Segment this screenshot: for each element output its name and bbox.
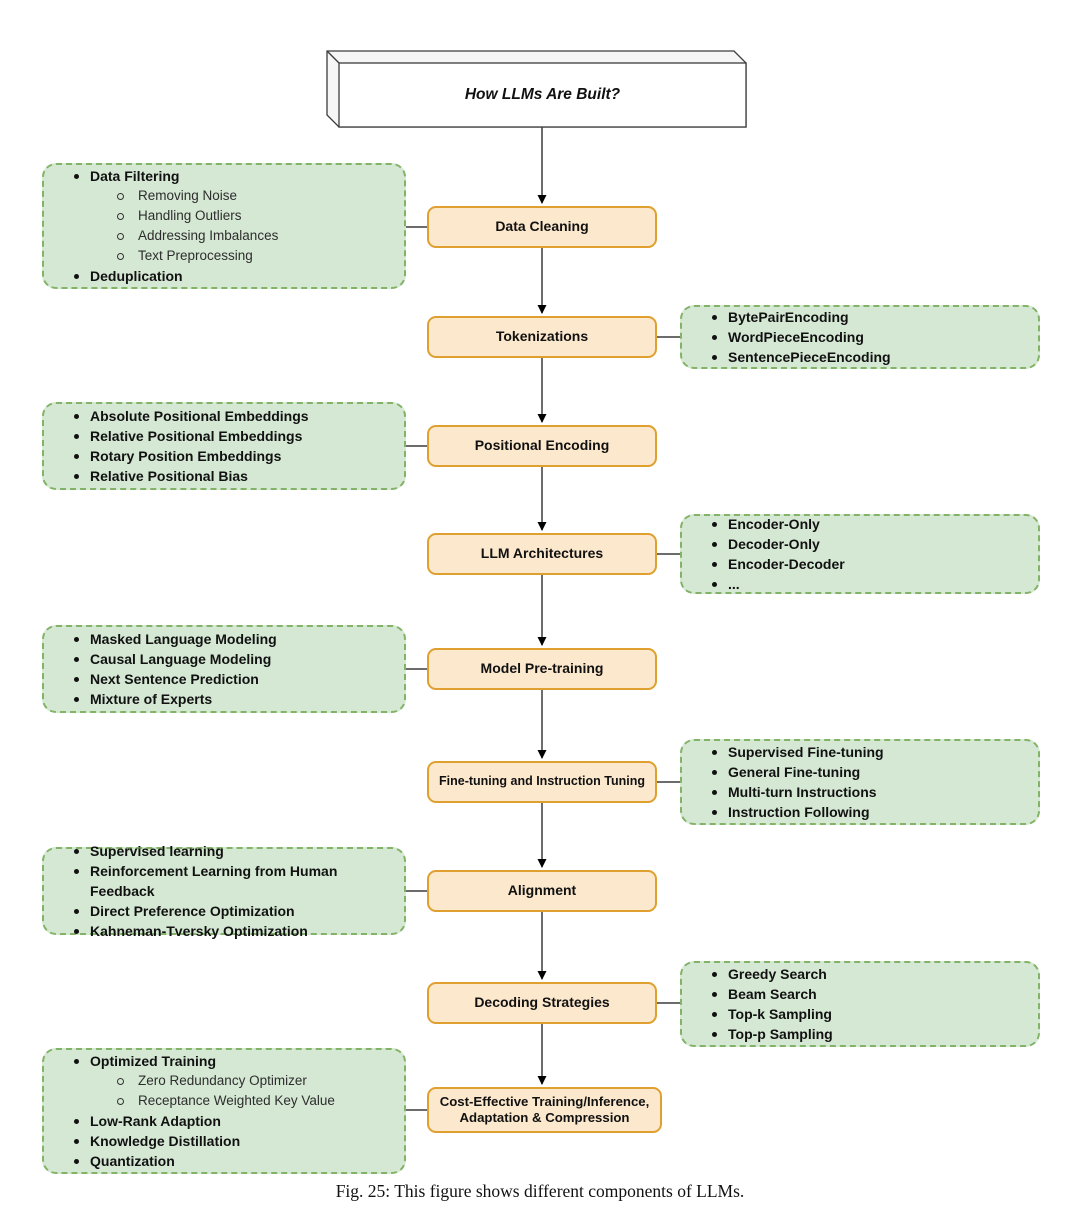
note-item: Text Preprocessing <box>44 246 404 266</box>
note-cost-effective: Optimized Training Zero Redundancy Optim… <box>42 1048 406 1174</box>
note-item: SentencePieceEncoding <box>682 347 1038 367</box>
step-fine-tuning-instruction-tuning: Fine-tuning and Instruction Tuning <box>427 761 657 803</box>
note-item: Relative Positional Embeddings <box>44 426 404 446</box>
note-item: Mixture of Experts <box>44 689 404 709</box>
step-alignment: Alignment <box>427 870 657 912</box>
note-item: Beam Search <box>682 984 1038 1004</box>
note-list: Supervised Fine-tuning General Fine-tuni… <box>682 742 1038 822</box>
note-llm-architectures: Encoder-Only Decoder-Only Encoder-Decode… <box>680 514 1040 594</box>
title-cube <box>326 50 747 128</box>
note-item: Zero Redundancy Optimizer <box>44 1071 404 1091</box>
note-list: BytePairEncoding WordPieceEncoding Sente… <box>682 307 1038 367</box>
note-decoding-strategies: Greedy Search Beam Search Top-k Sampling… <box>680 961 1040 1047</box>
note-item: Direct Preference Optimization <box>44 901 404 921</box>
step-positional-encoding: Positional Encoding <box>427 425 657 467</box>
note-item: Quantization <box>44 1151 404 1171</box>
note-alignment: Supervised learning Reinforcement Learni… <box>42 843 406 939</box>
note-item: Absolute Positional Embeddings <box>44 406 404 426</box>
note-list: Encoder-Only Decoder-Only Encoder-Decode… <box>682 514 1038 594</box>
note-list: Optimized Training Zero Redundancy Optim… <box>44 1051 404 1171</box>
note-connectors <box>406 226 680 1111</box>
note-item: Supervised learning <box>44 841 404 861</box>
step-model-pre-training: Model Pre-training <box>427 648 657 690</box>
note-list: Greedy Search Beam Search Top-k Sampling… <box>682 964 1038 1044</box>
note-item: Decoder-Only <box>682 534 1038 554</box>
note-list: Supervised learning Reinforcement Learni… <box>44 841 404 941</box>
step-llm-architectures: LLM Architectures <box>427 533 657 575</box>
step-decoding-strategies: Decoding Strategies <box>427 982 657 1024</box>
note-item: Next Sentence Prediction <box>44 669 404 689</box>
note-item: Low-Rank Adaption <box>44 1111 404 1131</box>
note-item: Top-p Sampling <box>682 1024 1038 1044</box>
note-list: Data Filtering Removing Noise Handling O… <box>44 166 404 286</box>
note-item: Instruction Following <box>682 802 1038 822</box>
note-item: Encoder-Only <box>682 514 1038 534</box>
step-data-cleaning: Data Cleaning <box>427 206 657 248</box>
note-model-pre-training: Masked Language Modeling Causal Language… <box>42 625 406 713</box>
note-list: Absolute Positional Embeddings Relative … <box>44 406 404 486</box>
note-item: Greedy Search <box>682 964 1038 984</box>
note-item: Relative Positional Bias <box>44 466 404 486</box>
note-data-cleaning: Data Filtering Removing Noise Handling O… <box>42 163 406 289</box>
note-item: Addressing Imbalances <box>44 226 404 246</box>
note-item: Multi-turn Instructions <box>682 782 1038 802</box>
note-item: Causal Language Modeling <box>44 649 404 669</box>
note-tokenizations: BytePairEncoding WordPieceEncoding Sente… <box>680 305 1040 369</box>
note-item: Rotary Position Embeddings <box>44 446 404 466</box>
note-fine-tuning: Supervised Fine-tuning General Fine-tuni… <box>680 739 1040 825</box>
note-item: Data Filtering <box>44 166 404 186</box>
note-item: Top-k Sampling <box>682 1004 1038 1024</box>
note-item: Kahneman-Tversky Optimization <box>44 921 404 941</box>
figure-caption: Fig. 25: This figure shows different com… <box>335 1181 745 1201</box>
note-positional-encoding: Absolute Positional Embeddings Relative … <box>42 402 406 490</box>
note-item: Receptance Weighted Key Value <box>44 1091 404 1111</box>
note-list: Masked Language Modeling Causal Language… <box>44 629 404 709</box>
note-item: Handling Outliers <box>44 206 404 226</box>
note-item: General Fine-tuning <box>682 762 1038 782</box>
diagram-title: How LLMs Are Built? <box>464 86 621 103</box>
note-item: Knowledge Distillation <box>44 1131 404 1151</box>
step-tokenizations: Tokenizations <box>427 316 657 358</box>
note-item: ... <box>682 574 1038 594</box>
note-item: WordPieceEncoding <box>682 327 1038 347</box>
note-item: BytePairEncoding <box>682 307 1038 327</box>
note-item: Optimized Training <box>44 1051 404 1071</box>
note-item: Deduplication <box>44 266 404 286</box>
note-item: Encoder-Decoder <box>682 554 1038 574</box>
note-item: Removing Noise <box>44 186 404 206</box>
note-item: Masked Language Modeling <box>44 629 404 649</box>
step-cost-effective: Cost-Effective Training/Inference, Adapt… <box>427 1087 662 1133</box>
note-item: Reinforcement Learning from Human Feedba… <box>44 861 404 901</box>
note-item: Supervised Fine-tuning <box>682 742 1038 762</box>
